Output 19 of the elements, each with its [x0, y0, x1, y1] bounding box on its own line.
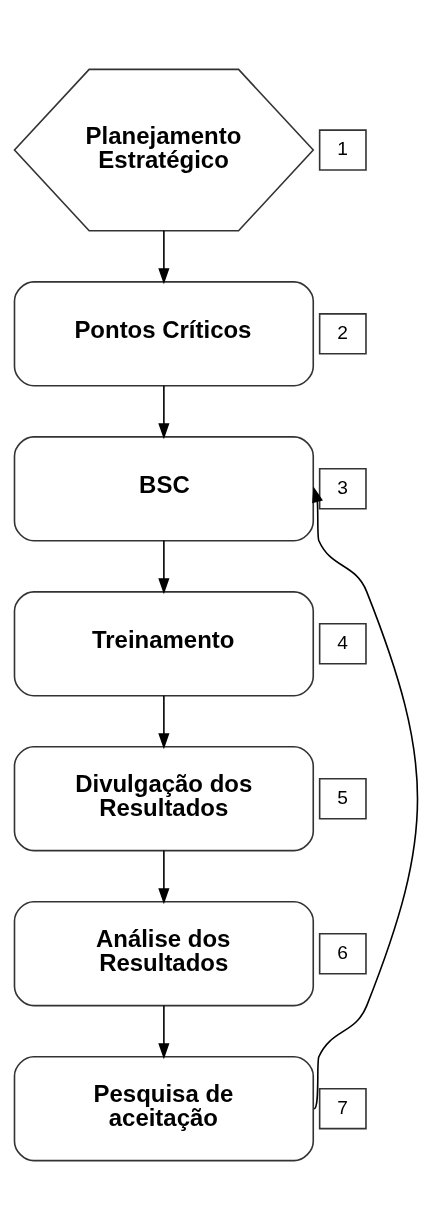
node-box: 6 — [318, 932, 367, 974]
node-box: Análise dos Resultados — [13, 900, 315, 1006]
node-box: 7 — [318, 1087, 367, 1129]
arrow — [158, 229, 170, 284]
arrow — [158, 539, 170, 594]
arrow — [158, 849, 170, 904]
node-box: Pesquisa de aceitação — [13, 1055, 315, 1161]
node-box: Pontos Críticos — [13, 280, 315, 387]
node-box: Divulgação dos Resultados — [13, 745, 315, 851]
arrow — [158, 1004, 170, 1059]
node-box: BSC — [13, 435, 315, 541]
node-box: 1 — [318, 128, 367, 171]
node-box: 4 — [318, 622, 367, 665]
arrow — [158, 384, 170, 439]
node-box: Treinamento — [13, 590, 315, 696]
node-box: 2 — [318, 312, 367, 355]
node-box: 5 — [318, 777, 367, 819]
node-box: 3 — [318, 467, 367, 510]
arrow — [158, 694, 170, 749]
